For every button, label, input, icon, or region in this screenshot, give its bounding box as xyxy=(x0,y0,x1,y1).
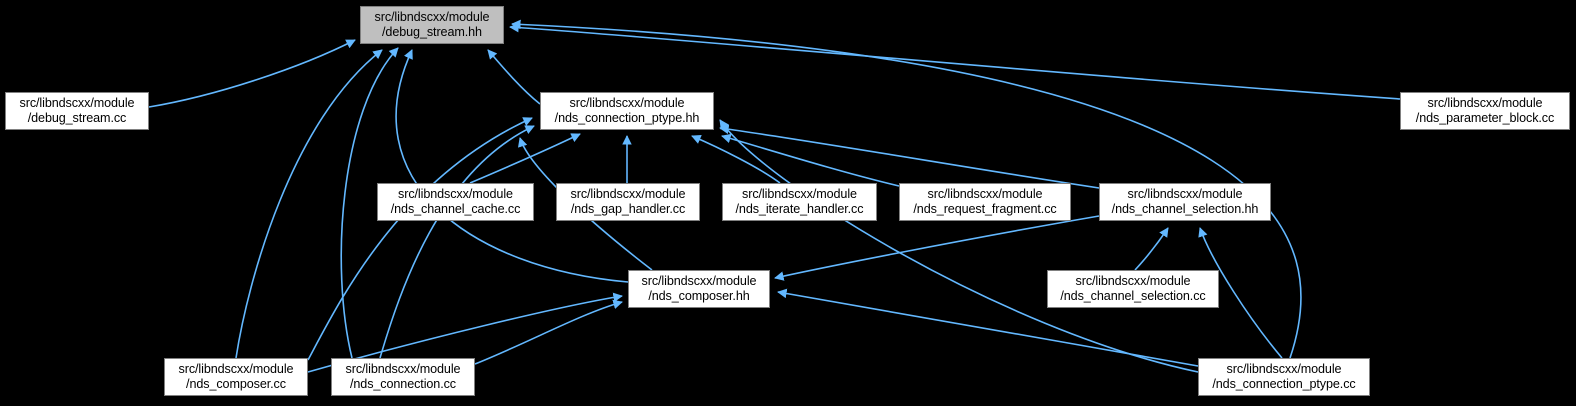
graph-edge-nds_channel_selection_hh-to-nds_composer_hh xyxy=(774,215,1100,281)
node-label-line2: /nds_channel_selection.cc xyxy=(1060,289,1206,303)
node-label-line2: /nds_parameter_block.cc xyxy=(1415,111,1555,125)
graph-edge-nds_channel_selection_hh-to-nds_connection_ptype_hh xyxy=(719,124,1100,189)
node-label-line2: /nds_composer.cc xyxy=(186,377,286,391)
node-label-line1: src/libndscxx/module xyxy=(927,186,1043,201)
node-label-line1: src/libndscxx/module xyxy=(374,9,490,24)
graph-node-nds_connection_cc[interactable]: src/libndscxx/module/nds_connection.cc xyxy=(331,358,475,396)
graph-node-debug_stream_hh[interactable]: src/libndscxx/module/debug_stream.hh xyxy=(360,6,504,44)
graph-edge-nds_composer_cc-to-debug_stream_hh xyxy=(235,49,383,359)
graph-node-nds_channel_cache_cc[interactable]: src/libndscxx/module/nds_channel_cache.c… xyxy=(377,183,534,221)
graph-node-nds_channel_selection_hh[interactable]: src/libndscxx/module/nds_channel_selecti… xyxy=(1099,183,1271,221)
node-label-line1: src/libndscxx/module xyxy=(398,186,513,201)
graph-edge-nds_request_fragment_cc-to-nds_connection_ptype_hh xyxy=(721,133,900,187)
graph-edge-nds_connection_ptype_hh-to-debug_stream_hh xyxy=(487,49,541,105)
graph-edge-nds_channel_selection_cc-to-nds_channel_selection_hh xyxy=(1134,227,1169,271)
graph-node-debug_stream_cc[interactable]: src/libndscxx/module/debug_stream.cc xyxy=(5,92,149,130)
graph-node-nds_composer_hh[interactable]: src/libndscxx/module/nds_composer.hh xyxy=(628,270,770,308)
node-label-line2: /debug_stream.cc xyxy=(27,111,127,125)
graph-node-nds_iterate_handler_cc[interactable]: src/libndscxx/module/nds_iterate_handler… xyxy=(722,183,877,221)
graph-edge-debug_stream_cc-to-debug_stream_hh xyxy=(148,39,356,108)
node-label-line2: /nds_connection_ptype.hh xyxy=(554,111,700,125)
node-label-line1: src/libndscxx/module xyxy=(1075,273,1191,288)
graph-edge-nds_connection_ptype_cc-to-nds_connection_ptype_hh xyxy=(719,119,1199,373)
graph-edge-nds_iterate_handler_cc-to-nds_connection_ptype_hh xyxy=(691,134,781,184)
graph-node-nds_connection_ptype_cc[interactable]: src/libndscxx/module/nds_connection_ptyp… xyxy=(1198,358,1370,396)
graph-node-nds_parameter_block_cc[interactable]: src/libndscxx/module/nds_parameter_block… xyxy=(1400,92,1570,130)
node-label-line2: /nds_channel_selection.hh xyxy=(1111,202,1259,216)
node-label-line1: src/libndscxx/module xyxy=(1226,361,1342,376)
node-label-line1: src/libndscxx/module xyxy=(569,95,685,110)
graph-edge-nds_composer_cc-to-nds_connection_ptype_hh xyxy=(307,117,533,361)
node-label-line2: /nds_connection.cc xyxy=(349,377,457,391)
node-label-line1: src/libndscxx/module xyxy=(1127,186,1243,201)
graph-edge-nds_parameter_block_cc-to-debug_stream_hh xyxy=(509,22,1401,100)
node-label-line2: /nds_composer.hh xyxy=(648,289,750,303)
graph-node-nds_request_fragment_cc[interactable]: src/libndscxx/module/nds_request_fragmen… xyxy=(899,183,1071,221)
graph-edge-nds_connection_cc-to-nds_connection_ptype_hh xyxy=(379,125,535,359)
node-label-line2: /debug_stream.hh xyxy=(382,25,482,39)
node-label-line1: src/libndscxx/module xyxy=(19,95,135,110)
node-label-line2: /nds_iterate_handler.cc xyxy=(735,202,864,216)
node-label-line1: src/libndscxx/module xyxy=(742,186,857,201)
node-label-line1: src/libndscxx/module xyxy=(641,273,757,288)
node-label-line2: /nds_channel_cache.cc xyxy=(390,202,521,216)
node-label-line2: /nds_request_fragment.cc xyxy=(913,202,1057,216)
graph-edge-nds_channel_cache_cc-to-nds_connection_ptype_hh xyxy=(469,133,581,184)
graph-node-nds_composer_cc[interactable]: src/libndscxx/module/nds_composer.cc xyxy=(164,358,308,396)
graph-edge-nds_composer_hh-to-debug_stream_hh xyxy=(395,49,629,283)
node-label-line1: src/libndscxx/module xyxy=(1427,95,1543,110)
graph-node-nds_channel_selection_cc[interactable]: src/libndscxx/module/nds_channel_selecti… xyxy=(1047,270,1219,308)
node-label-line2: /nds_connection_ptype.cc xyxy=(1212,377,1356,391)
node-label-line1: src/libndscxx/module xyxy=(570,186,686,201)
graph-node-nds_connection_ptype_hh[interactable]: src/libndscxx/module/nds_connection_ptyp… xyxy=(540,92,714,130)
node-label-line1: src/libndscxx/module xyxy=(178,361,294,376)
graph-node-nds_gap_handler_cc[interactable]: src/libndscxx/module/nds_gap_handler.cc xyxy=(556,183,700,221)
node-label-line1: src/libndscxx/module xyxy=(345,361,461,376)
graph-edge-nds_connection_cc-to-nds_composer_hh xyxy=(474,299,623,365)
node-label-line2: /nds_gap_handler.cc xyxy=(570,202,686,216)
